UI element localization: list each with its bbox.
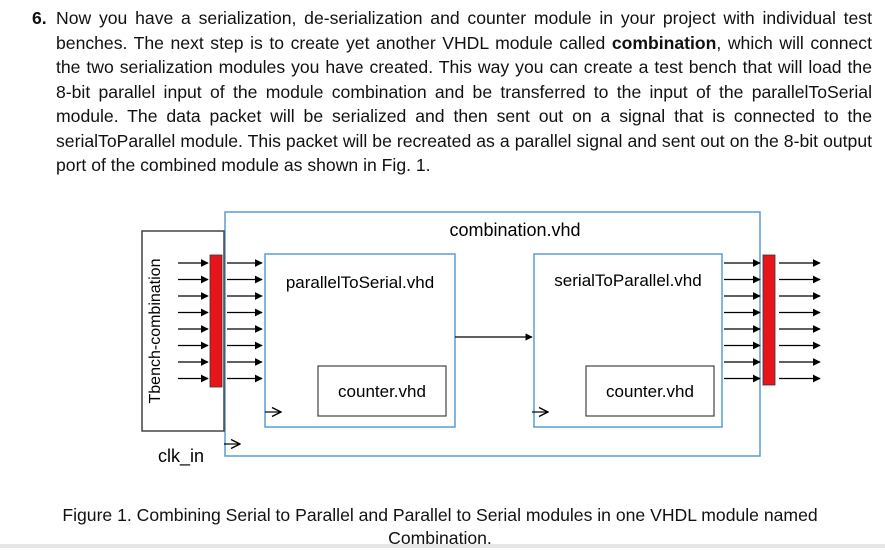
- counter-left-label: counter.vhd: [338, 382, 426, 401]
- combination-box: [224, 211, 761, 457]
- counter-left-box: [317, 365, 447, 417]
- testbench-box: [141, 230, 225, 432]
- question-text-part-1: Now you have a serialization, de-seriali…: [56, 8, 872, 53]
- counter-right-label: counter.vhd: [606, 382, 694, 401]
- combination-label: combination.vhd: [449, 220, 580, 240]
- serial-to-parallel-label: serialToParallel.vhd: [554, 271, 701, 290]
- bus-serial-to-parallel-to-register: [724, 259, 761, 383]
- question-bold-term: combination: [611, 32, 717, 53]
- figure-caption: Figure 1. Combining Serial to Parallel a…: [30, 504, 850, 550]
- counter-right-box: [585, 365, 715, 417]
- page-bottom-rule: [0, 544, 885, 548]
- bus-register-to-parallel-to-serial: [227, 259, 263, 383]
- parallel-to-serial-label: parallelToSerial.vhd: [286, 273, 434, 292]
- caption-line-2: Combination.: [388, 528, 492, 548]
- question-paragraph: 6. Now you have a serialization, de-seri…: [32, 6, 872, 178]
- testbench-label: Tbench-combination: [147, 259, 164, 404]
- question-body: Now you have a serialization, de-seriali…: [56, 6, 872, 178]
- question-text-part-2: , which will connect the two serializati…: [56, 32, 872, 176]
- bus-register-to-output: [779, 259, 821, 383]
- bus-testbench-to-register: [178, 259, 209, 383]
- caption-line-1: Figure 1. Combining Serial to Parallel a…: [62, 505, 818, 525]
- output-register: [762, 254, 776, 386]
- question-number: 6.: [32, 8, 47, 28]
- serial-to-parallel-box: [533, 253, 723, 428]
- input-register: [209, 254, 223, 388]
- combination-block-diagram: combination.vhd Tbench-combination paral…: [141, 211, 821, 467]
- clk-in-label: clk_in: [158, 446, 204, 467]
- parallel-to-serial-box: [264, 253, 456, 428]
